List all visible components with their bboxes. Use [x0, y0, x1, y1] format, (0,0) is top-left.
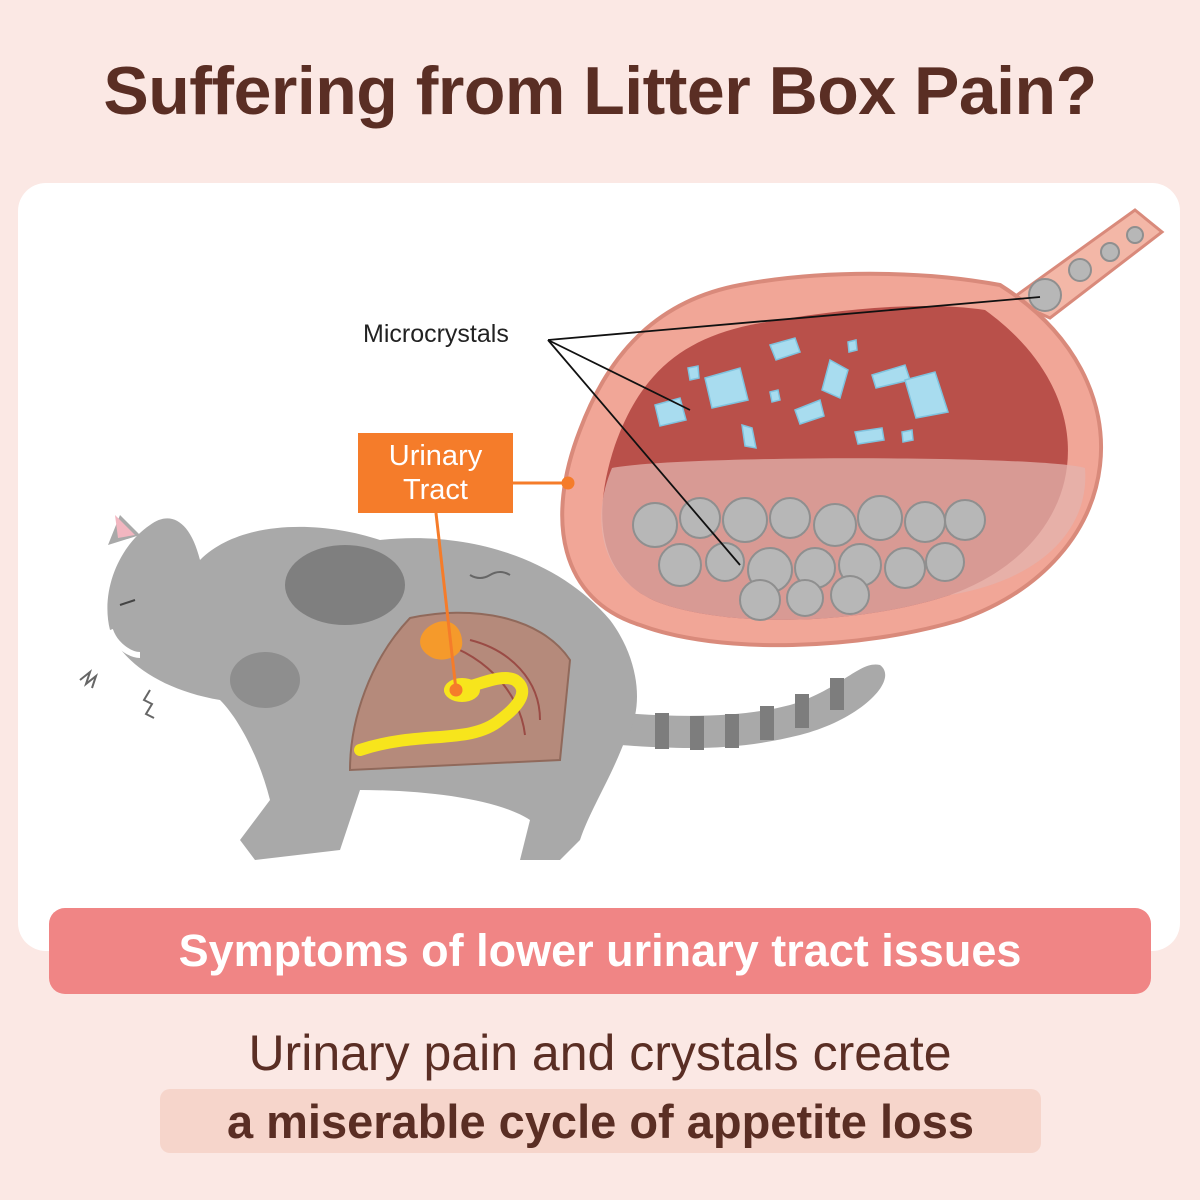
microcrystals-label: Microcrystals [363, 320, 509, 348]
subtext-highlight: a miserable cycle of appetite loss [160, 1089, 1041, 1153]
page-title: Suffering from Litter Box Pain? [103, 53, 1097, 129]
subtext-line-1: Urinary pain and crystals create [248, 1025, 952, 1081]
urinary-tract-label: Urinary Tract [388, 440, 483, 506]
bladder-diagram [547, 208, 1165, 648]
subtext-line-2: a miserable cycle of appetite loss [226, 1094, 975, 1148]
urinary-tract-tag: Urinary Tract [358, 433, 513, 513]
symptoms-banner: Symptoms of lower urinary tract issues [49, 908, 1151, 994]
